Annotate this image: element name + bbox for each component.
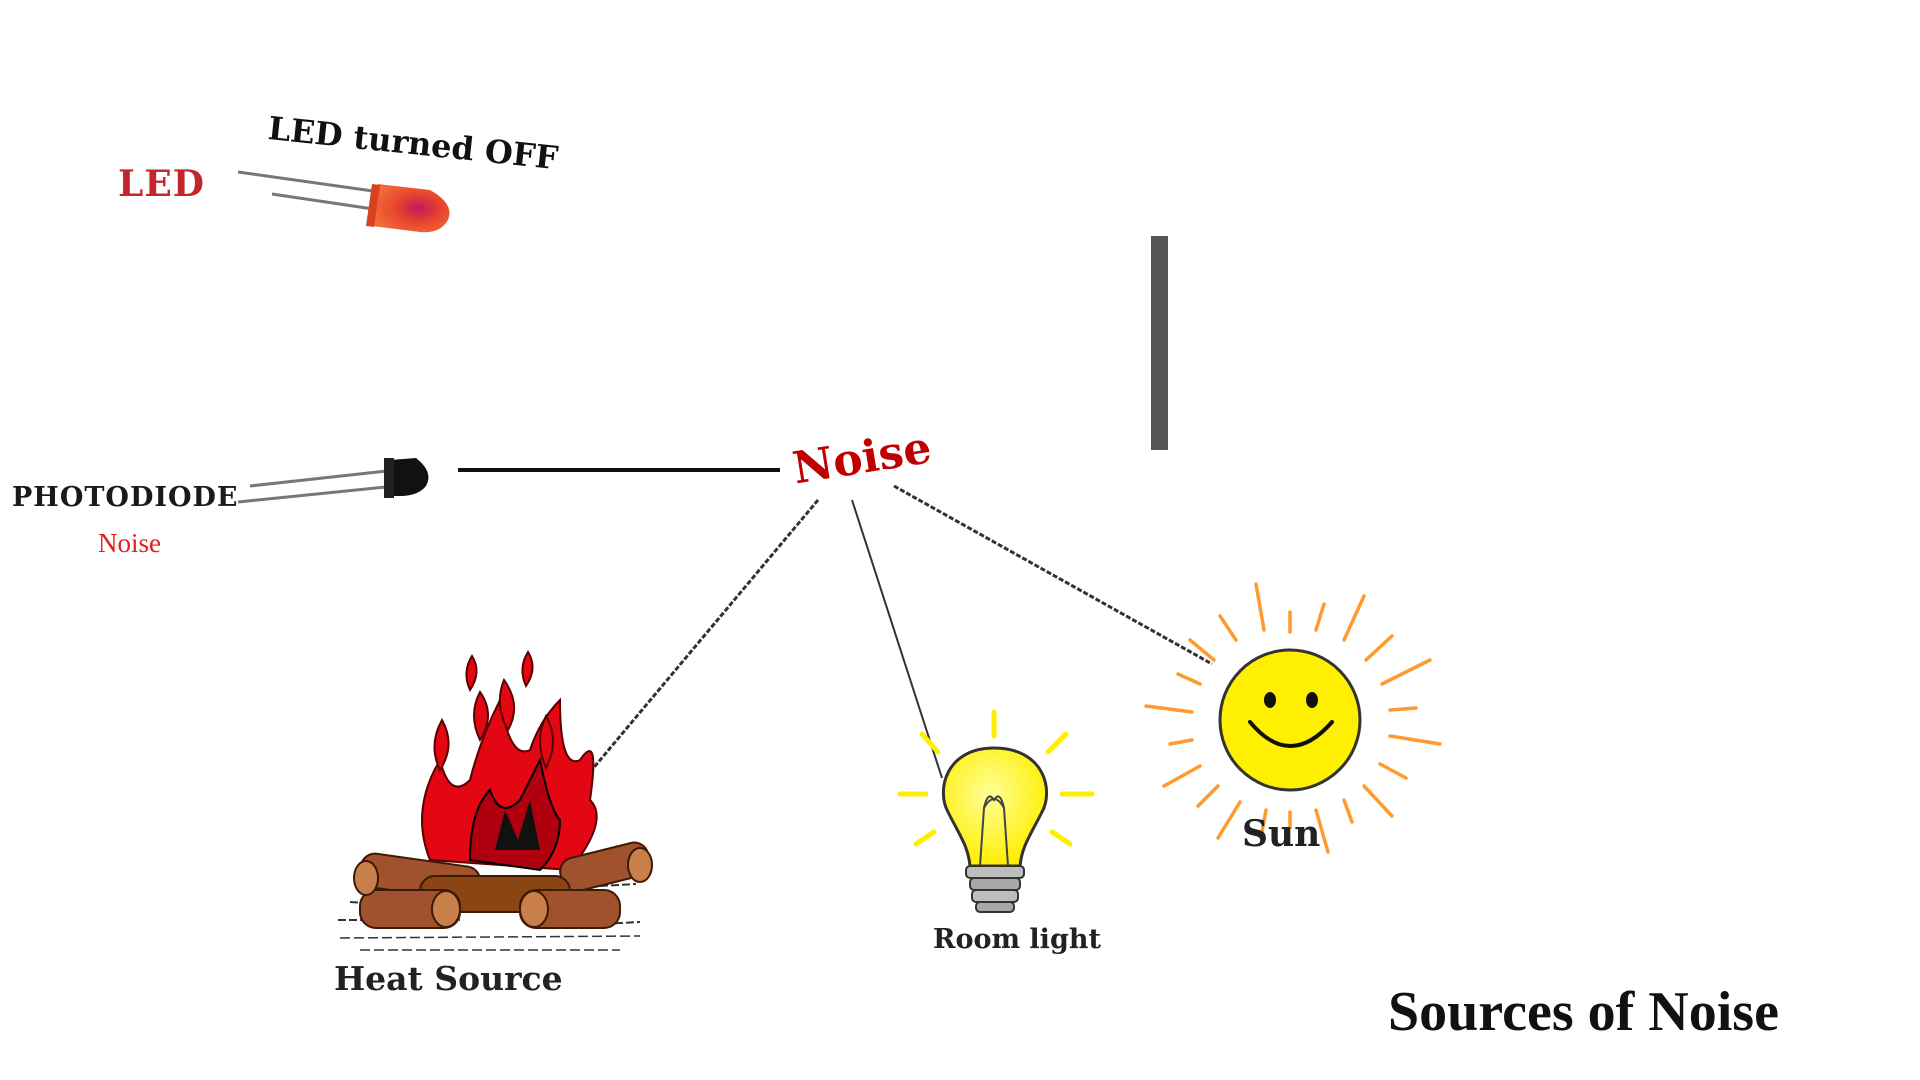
- noise-heat-link: [578, 499, 820, 785]
- photodiode-noise-label: Noise: [98, 528, 161, 558]
- diagram-title: Sources of Noise: [1388, 981, 1779, 1043]
- noise-bulb-link: [851, 499, 943, 779]
- noise-sun-link: [893, 484, 1213, 666]
- heat-source-label: Heat Source: [334, 959, 563, 998]
- led-icon: [237, 170, 450, 233]
- sun-label: Sun: [1242, 813, 1321, 855]
- room-light-label: Room light: [933, 924, 1101, 955]
- light-bulb-icon: [897, 709, 1095, 913]
- smiling-sun-icon: [1144, 582, 1442, 854]
- photodiode-label: PHOTODIODE: [12, 482, 239, 513]
- barrier-bar: [1151, 236, 1168, 450]
- campfire-icon: [338, 650, 653, 951]
- photodiode-icon: [237, 458, 429, 504]
- led-label: LED: [118, 163, 205, 205]
